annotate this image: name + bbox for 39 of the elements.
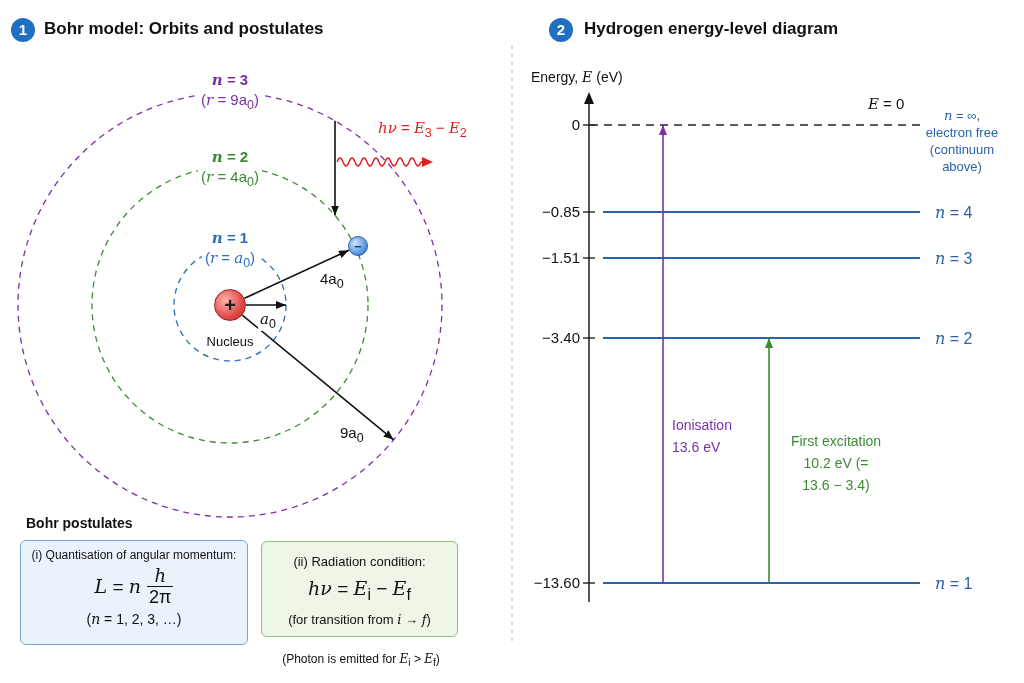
limit-label: E = 0	[868, 95, 905, 113]
minus-sign: −	[354, 239, 362, 253]
tick-label: −0.85	[542, 202, 580, 222]
plus-sign: +	[224, 295, 236, 315]
tick-label: −1.51	[542, 248, 580, 268]
photon-energy-label: hν = E$_{3}$ − E$_{2}$	[378, 119, 467, 140]
formula-condition: (n = 1, 2, 3, …)	[86, 611, 182, 627]
formula-condition: (for transition from i → f)	[288, 611, 431, 627]
step-number-badge: 1	[11, 18, 35, 42]
postulate-box	[261, 541, 458, 637]
arrow	[243, 249, 350, 300]
arrow	[241, 314, 395, 441]
note-text: (Photon is emitted for E$_{i}$ > E$_{f}$)	[281, 652, 441, 669]
axis-title: Energy, E (eV)	[531, 69, 623, 85]
level-label: n = 3	[935, 248, 973, 268]
panel-heading: Hydrogen energy-level diagram	[584, 19, 839, 39]
arrow	[331, 120, 339, 217]
fraction-numerator: h	[154, 566, 167, 586]
step-number-badge: 2	[549, 18, 573, 42]
postulate-box	[20, 540, 248, 645]
formula: L = n	[94, 575, 142, 598]
tick-label: 0	[571, 115, 580, 135]
arrow	[245, 301, 287, 309]
level-label: n = 4	[935, 202, 973, 222]
formula: hν = E$_{i}$ − E$_{f}$	[308, 577, 411, 604]
panel-heading: Bohr model: Orbits and postulates	[44, 19, 324, 39]
tick-label: −3.40	[542, 328, 580, 348]
level-label: n = ∞, electron free (continuum above)	[924, 107, 1000, 175]
electron-circle	[348, 236, 368, 256]
nucleus-circle	[214, 289, 246, 321]
fraction-denominator: 2π	[147, 586, 174, 607]
level-label: n = 1	[935, 573, 973, 593]
nucleus-label: Nucleus	[205, 334, 255, 349]
arrow	[659, 124, 667, 584]
postulate-heading: (i) Quantisation of angular momentum:	[31, 548, 237, 562]
arrow	[765, 337, 773, 584]
postulate-heading: (ii) Radiation condition:	[293, 554, 426, 569]
tick-label: −13.60	[533, 573, 580, 593]
level-label: n = 2	[935, 328, 973, 348]
